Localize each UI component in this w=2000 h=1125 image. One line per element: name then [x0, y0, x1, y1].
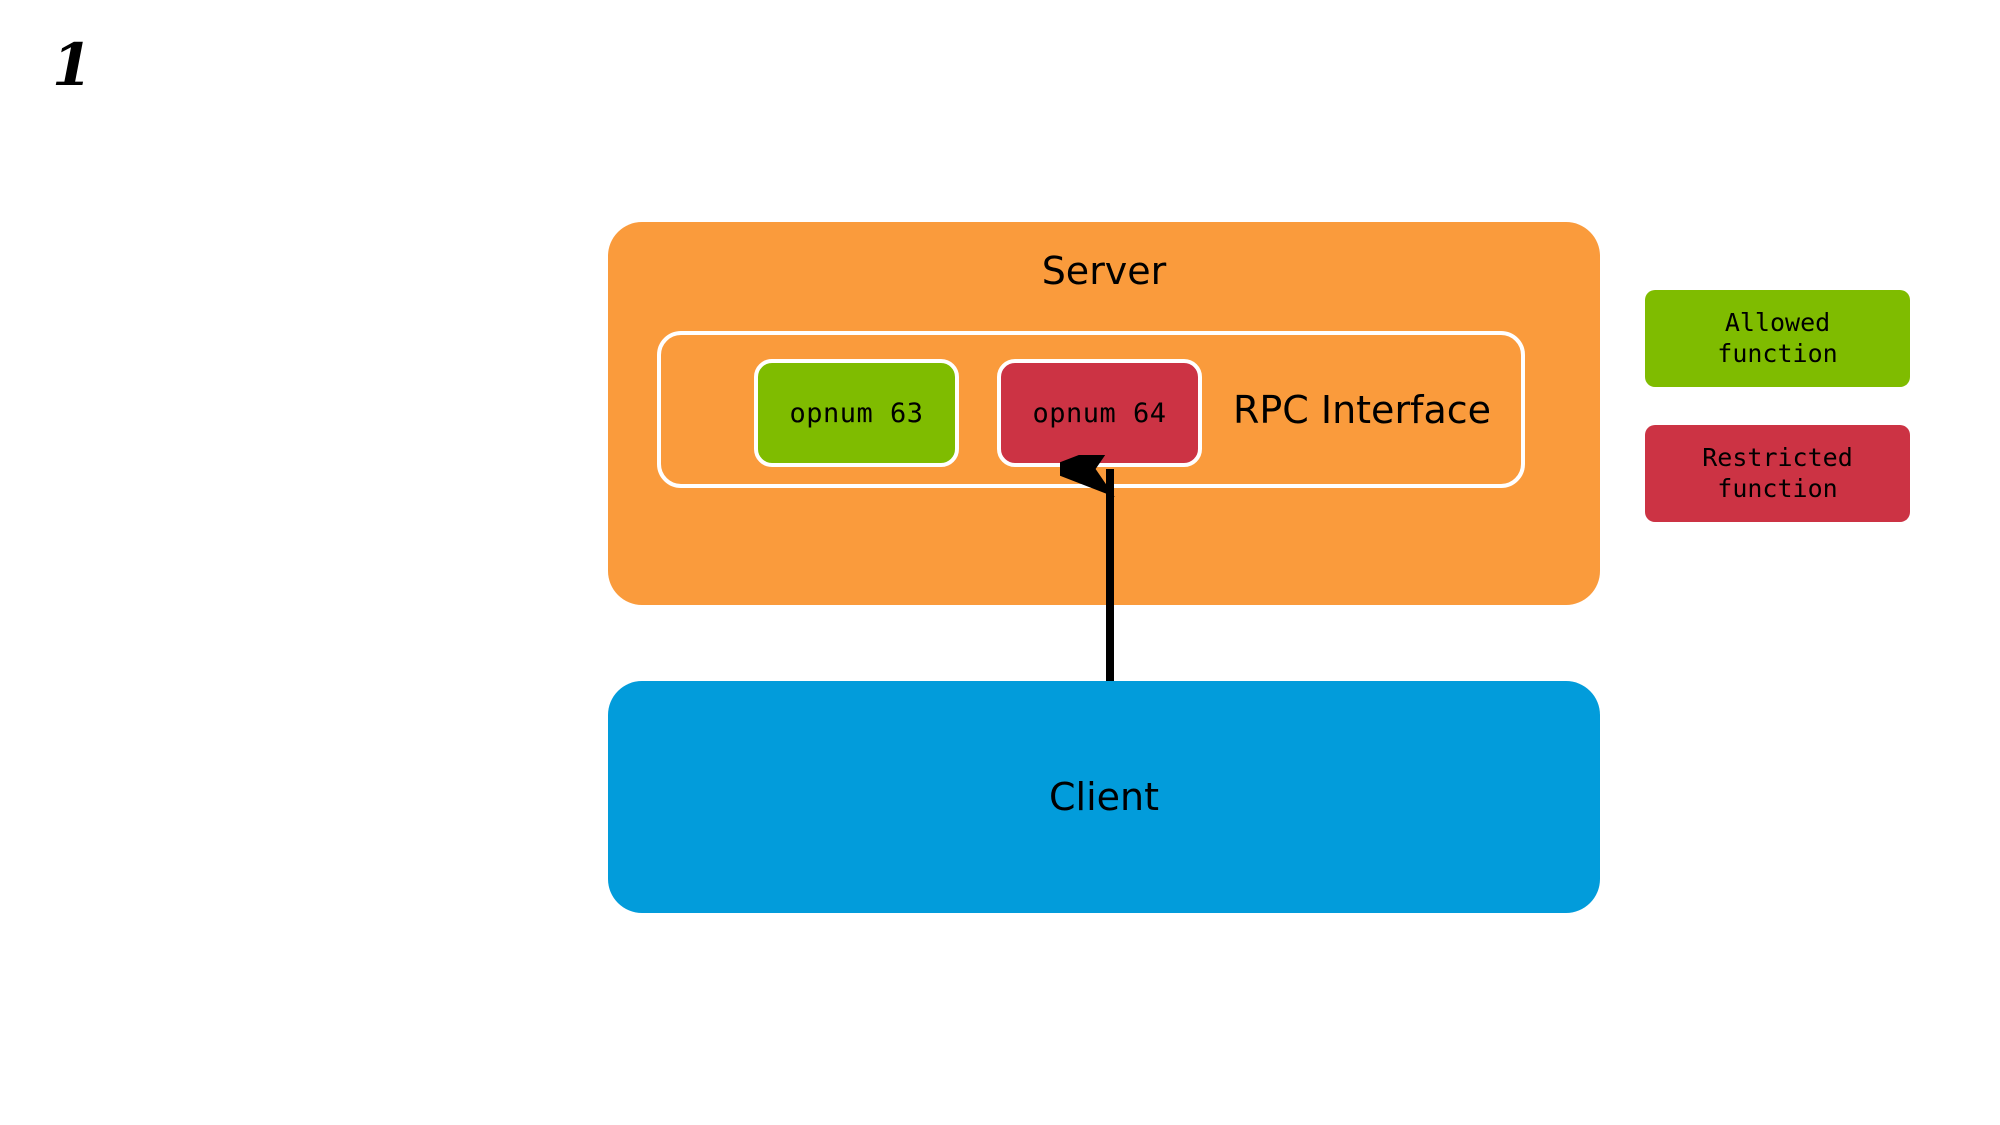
function-box-opnum-63[interactable]: opnum 63: [754, 359, 959, 467]
rpc-interface-label: RPC Interface: [1232, 387, 1491, 432]
legend-label-restricted-function: Restricted function: [1702, 443, 1853, 503]
server-title: Server: [1041, 249, 1167, 293]
slide-number: 1: [52, 31, 93, 99]
client-title: Client: [1048, 775, 1159, 819]
legend-label-allowed-function: Allowed function: [1717, 308, 1838, 368]
server-box: Server opnum 63 opnum 64 RPC Interface: [608, 222, 1600, 605]
rpc-interface-box: opnum 63 opnum 64 RPC Interface: [657, 331, 1525, 488]
legend: Allowed function Restricted function: [1645, 290, 1910, 522]
legend-item-restricted-function: Restricted function: [1645, 425, 1910, 522]
legend-item-allowed-function: Allowed function: [1645, 290, 1910, 387]
function-label-opnum-63: opnum 63: [789, 397, 924, 429]
function-box-opnum-64[interactable]: opnum 64: [997, 359, 1202, 467]
function-label-opnum-64: opnum 64: [1032, 397, 1167, 429]
client-box: Client: [608, 681, 1600, 913]
